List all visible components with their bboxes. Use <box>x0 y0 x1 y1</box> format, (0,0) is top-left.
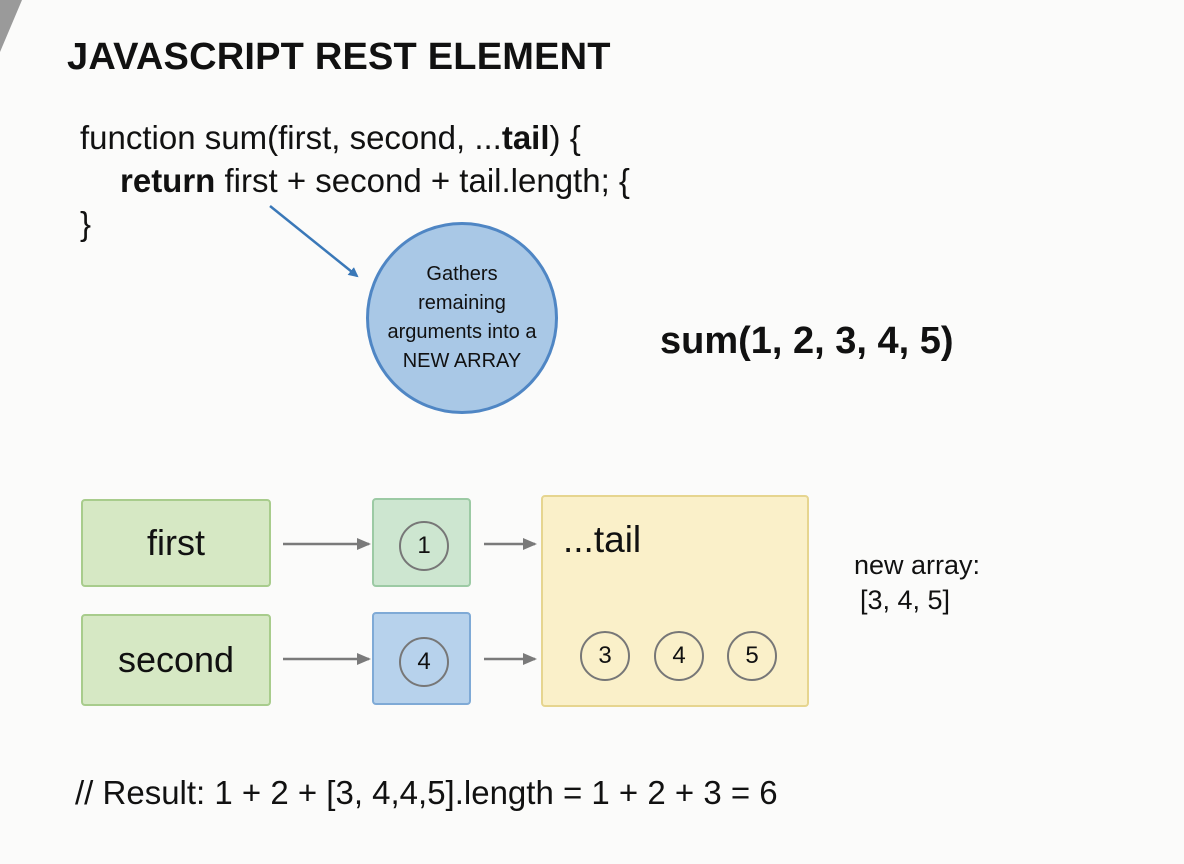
param-box-first: first <box>81 499 271 587</box>
bubble-line: remaining <box>418 292 506 314</box>
new-array-note: new array: [3, 4, 5] <box>854 548 980 618</box>
tail-box: ...tail 3 4 5 <box>541 495 809 707</box>
tail-item-circle: 5 <box>727 631 777 681</box>
function-call: sum(1, 2, 3, 4, 5) <box>660 320 954 362</box>
param-label-second: second <box>117 639 235 680</box>
value-circle-4: 4 <box>399 637 449 687</box>
param-label-first: first <box>147 522 205 563</box>
new-array-value: [3, 4, 5] <box>860 585 951 615</box>
tail-label: ...tail <box>563 519 642 560</box>
bubble-line: Gathers <box>426 263 498 285</box>
result-comment: // Result: 1 + 2 + [3, 4,4,5].length = 1… <box>75 774 778 811</box>
value-box-first: 1 <box>372 498 471 587</box>
param-box-second: second <box>81 614 271 706</box>
bubble-line: NEW ARRAY <box>402 350 522 372</box>
tail-item-circle: 4 <box>654 631 704 681</box>
corner-shadow <box>0 0 22 52</box>
bubble-line: arguments into a <box>387 321 537 343</box>
value-circle-1: 1 <box>399 521 449 571</box>
tail-item-circle: 3 <box>580 631 630 681</box>
value-box-second: 4 <box>372 612 471 705</box>
code-line-3: } <box>80 205 92 242</box>
code-text: function sum(first, second, ... <box>80 119 502 156</box>
code-line-1: function sum(first, second, ...tail) { <box>80 118 581 158</box>
page-title: JAVASCRIPT REST ELEMENT <box>67 36 611 78</box>
code-line-2: return first + second + tail.length; { <box>120 161 630 201</box>
new-array-label: new array: <box>854 550 981 580</box>
code-text: ) { <box>549 119 581 156</box>
pointer-arrow <box>269 205 359 278</box>
rest-explanation-bubble: Gathers remaining arguments into a NEW A… <box>366 222 558 414</box>
bubble-text: Gathers remaining arguments into a NEW A… <box>377 260 547 376</box>
code-keyword: return <box>120 162 216 199</box>
code-text: first + second + tail.length; { <box>215 162 630 199</box>
code-keyword: tail <box>501 119 550 156</box>
